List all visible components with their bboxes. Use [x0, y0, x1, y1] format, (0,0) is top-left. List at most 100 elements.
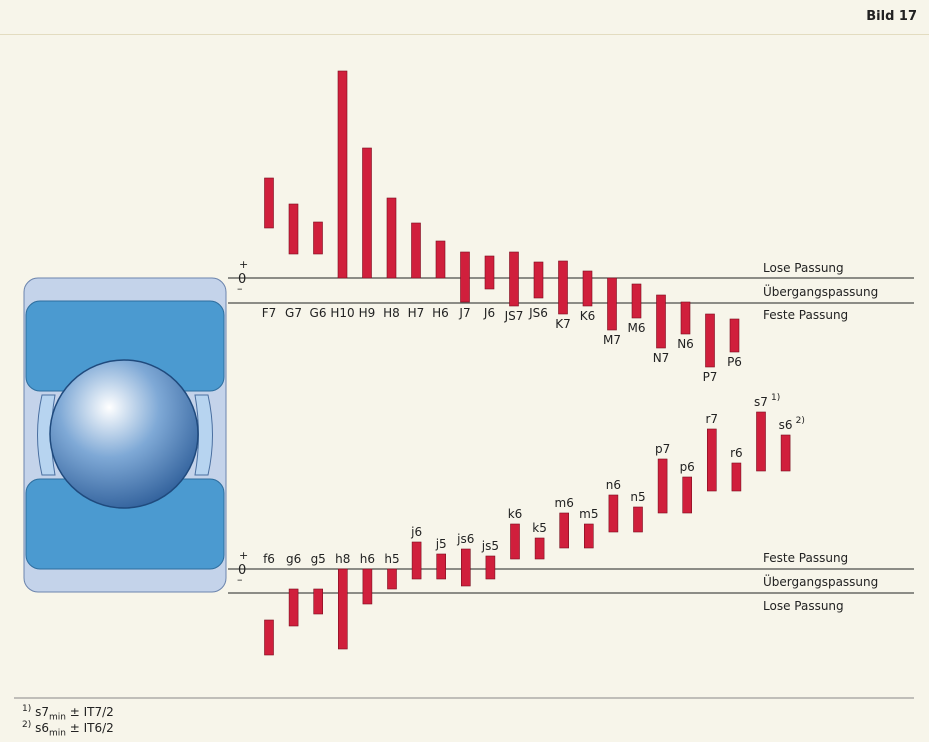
shaft-label-n6: n6: [606, 478, 621, 492]
housing-label-m6: M6: [628, 321, 646, 335]
shaft-label-k5: k5: [532, 521, 547, 535]
footnote-2-sub: min: [48, 728, 66, 739]
housing-label-k7: K7: [555, 317, 571, 331]
shaft-label-js5: js5: [481, 539, 499, 553]
shaft-label-f6: f6: [263, 552, 275, 566]
housing-bar-m7: [607, 277, 617, 331]
shaft-label-k6: k6: [508, 507, 523, 521]
shaft-note-s6: 2): [796, 416, 805, 426]
bearing-illustration: [23, 277, 227, 593]
shaft-label-n5: n5: [630, 490, 645, 504]
footnote-2: 2) s6min ± IT6/2: [22, 718, 114, 740]
housing-label-h7: H7: [408, 306, 425, 320]
shaft-label-h5: h5: [384, 552, 399, 566]
footnote-2-rest: ± IT6/2: [65, 721, 114, 735]
shaft-plus-sign: +: [239, 549, 248, 562]
housing-label-h6: H6: [432, 306, 449, 320]
shaft-bar-p6: [682, 476, 693, 514]
shaft-zone-label-tight: Feste Passung: [763, 551, 848, 565]
shaft-bar-p7: [657, 458, 668, 514]
housing-label-h9: H9: [359, 306, 376, 320]
shaft-label-g5: g5: [311, 552, 326, 566]
shaft-bar-h6: [362, 568, 373, 605]
housing-bar-j7: [460, 251, 470, 303]
shaft-label-s6: s6: [779, 418, 793, 432]
shaft-label-j5: j5: [435, 537, 447, 551]
housing-label-j6: J6: [483, 306, 495, 320]
shaft-minus-sign: –: [237, 573, 243, 586]
housing-bar-g7: [288, 203, 299, 255]
shaft-label-r6: r6: [730, 446, 743, 460]
housing-label-f7: F7: [262, 306, 277, 320]
housing-label-g7: G7: [285, 306, 302, 320]
footnote-1-mark: 1): [22, 704, 32, 714]
housing-zero-label: 0: [238, 272, 246, 287]
housing-bar-h8: [386, 197, 397, 279]
housing-bar-j6: [484, 255, 495, 290]
footnote-1-sub: min: [48, 712, 66, 723]
shaft-label-j6: j6: [410, 525, 422, 539]
shaft-bar-m5: [583, 523, 594, 549]
housing-bar-f7: [264, 177, 274, 229]
housing-bar-m6: [631, 283, 642, 319]
housing-label-g6: G6: [310, 306, 327, 320]
housing-bar-n6: [680, 301, 691, 335]
housing-zone-label-loose: Lose Passung: [763, 261, 844, 275]
bearing-ball: [49, 359, 199, 509]
housing-bar-p7: [705, 313, 715, 368]
housing-zone-label-transition: Übergangspassung: [763, 283, 878, 299]
housing-label-m7: M7: [603, 333, 621, 347]
shaft-bar-n5: [633, 506, 643, 533]
shaft-bar-h5: [387, 568, 397, 590]
footnote-2-base: s6: [35, 721, 49, 735]
housing-bar-h7: [411, 222, 421, 279]
housing-bar-g6: [313, 221, 323, 255]
shaft-bar-r7: [706, 428, 717, 492]
housing-label-n7: N7: [653, 351, 670, 365]
shaft-bar-s7: [756, 411, 766, 472]
housing-label-h10: H10: [330, 306, 354, 320]
shaft-bar-js6: [460, 548, 471, 587]
housing-bar-h6: [435, 240, 446, 279]
housing-label-k6: K6: [580, 309, 596, 323]
bearing-cage-right: [194, 394, 213, 476]
housing-minus-sign: –: [237, 282, 243, 295]
shaft-bar-f6: [264, 619, 274, 656]
housing-bar-h9: [362, 147, 372, 279]
housing-plus-sign: +: [239, 258, 248, 271]
housing-bar-js7: [509, 251, 519, 307]
shaft-bar-r6: [731, 462, 742, 492]
shaft-label-h6: h6: [360, 552, 375, 566]
shaft-bar-m6: [559, 512, 570, 549]
shaft-bar-j6: [411, 541, 422, 580]
header-bar: Bild 17: [0, 0, 929, 35]
housing-label-js7: JS7: [504, 309, 524, 323]
shaft-label-g6: g6: [286, 552, 301, 566]
shaft-label-p7: p7: [655, 442, 670, 456]
shaft-bar-js5: [485, 555, 496, 580]
shaft-bar-g6: [288, 588, 299, 627]
housing-label-p6: P6: [727, 355, 742, 369]
housing-bar-k7: [558, 260, 568, 315]
footnote-1-rest: ± IT7/2: [65, 705, 114, 719]
shaft-label-p6: p6: [680, 460, 695, 474]
housing-bar-h10: [337, 70, 348, 279]
housing-bar-js6: [533, 261, 544, 299]
shaft-bar-j5: [436, 553, 447, 580]
housing-tolerance-bars: [264, 70, 740, 368]
footnote-1-base: s7: [35, 705, 49, 719]
housing-label-p7: P7: [703, 370, 718, 384]
housing-bar-k6: [582, 270, 593, 307]
shaft-bar-k6: [510, 523, 520, 560]
shaft-bar-s6: [780, 434, 791, 472]
housing-label-n6: N6: [677, 337, 694, 351]
shaft-zone-label-transition: Übergangspassung: [763, 573, 878, 589]
shaft-note-s7: 1): [771, 393, 780, 403]
housing-label-j7: J7: [458, 306, 470, 320]
shaft-bar-g5: [313, 588, 324, 615]
shaft-zero-label: 0: [238, 563, 246, 578]
shaft-label-m6: m6: [555, 496, 574, 510]
